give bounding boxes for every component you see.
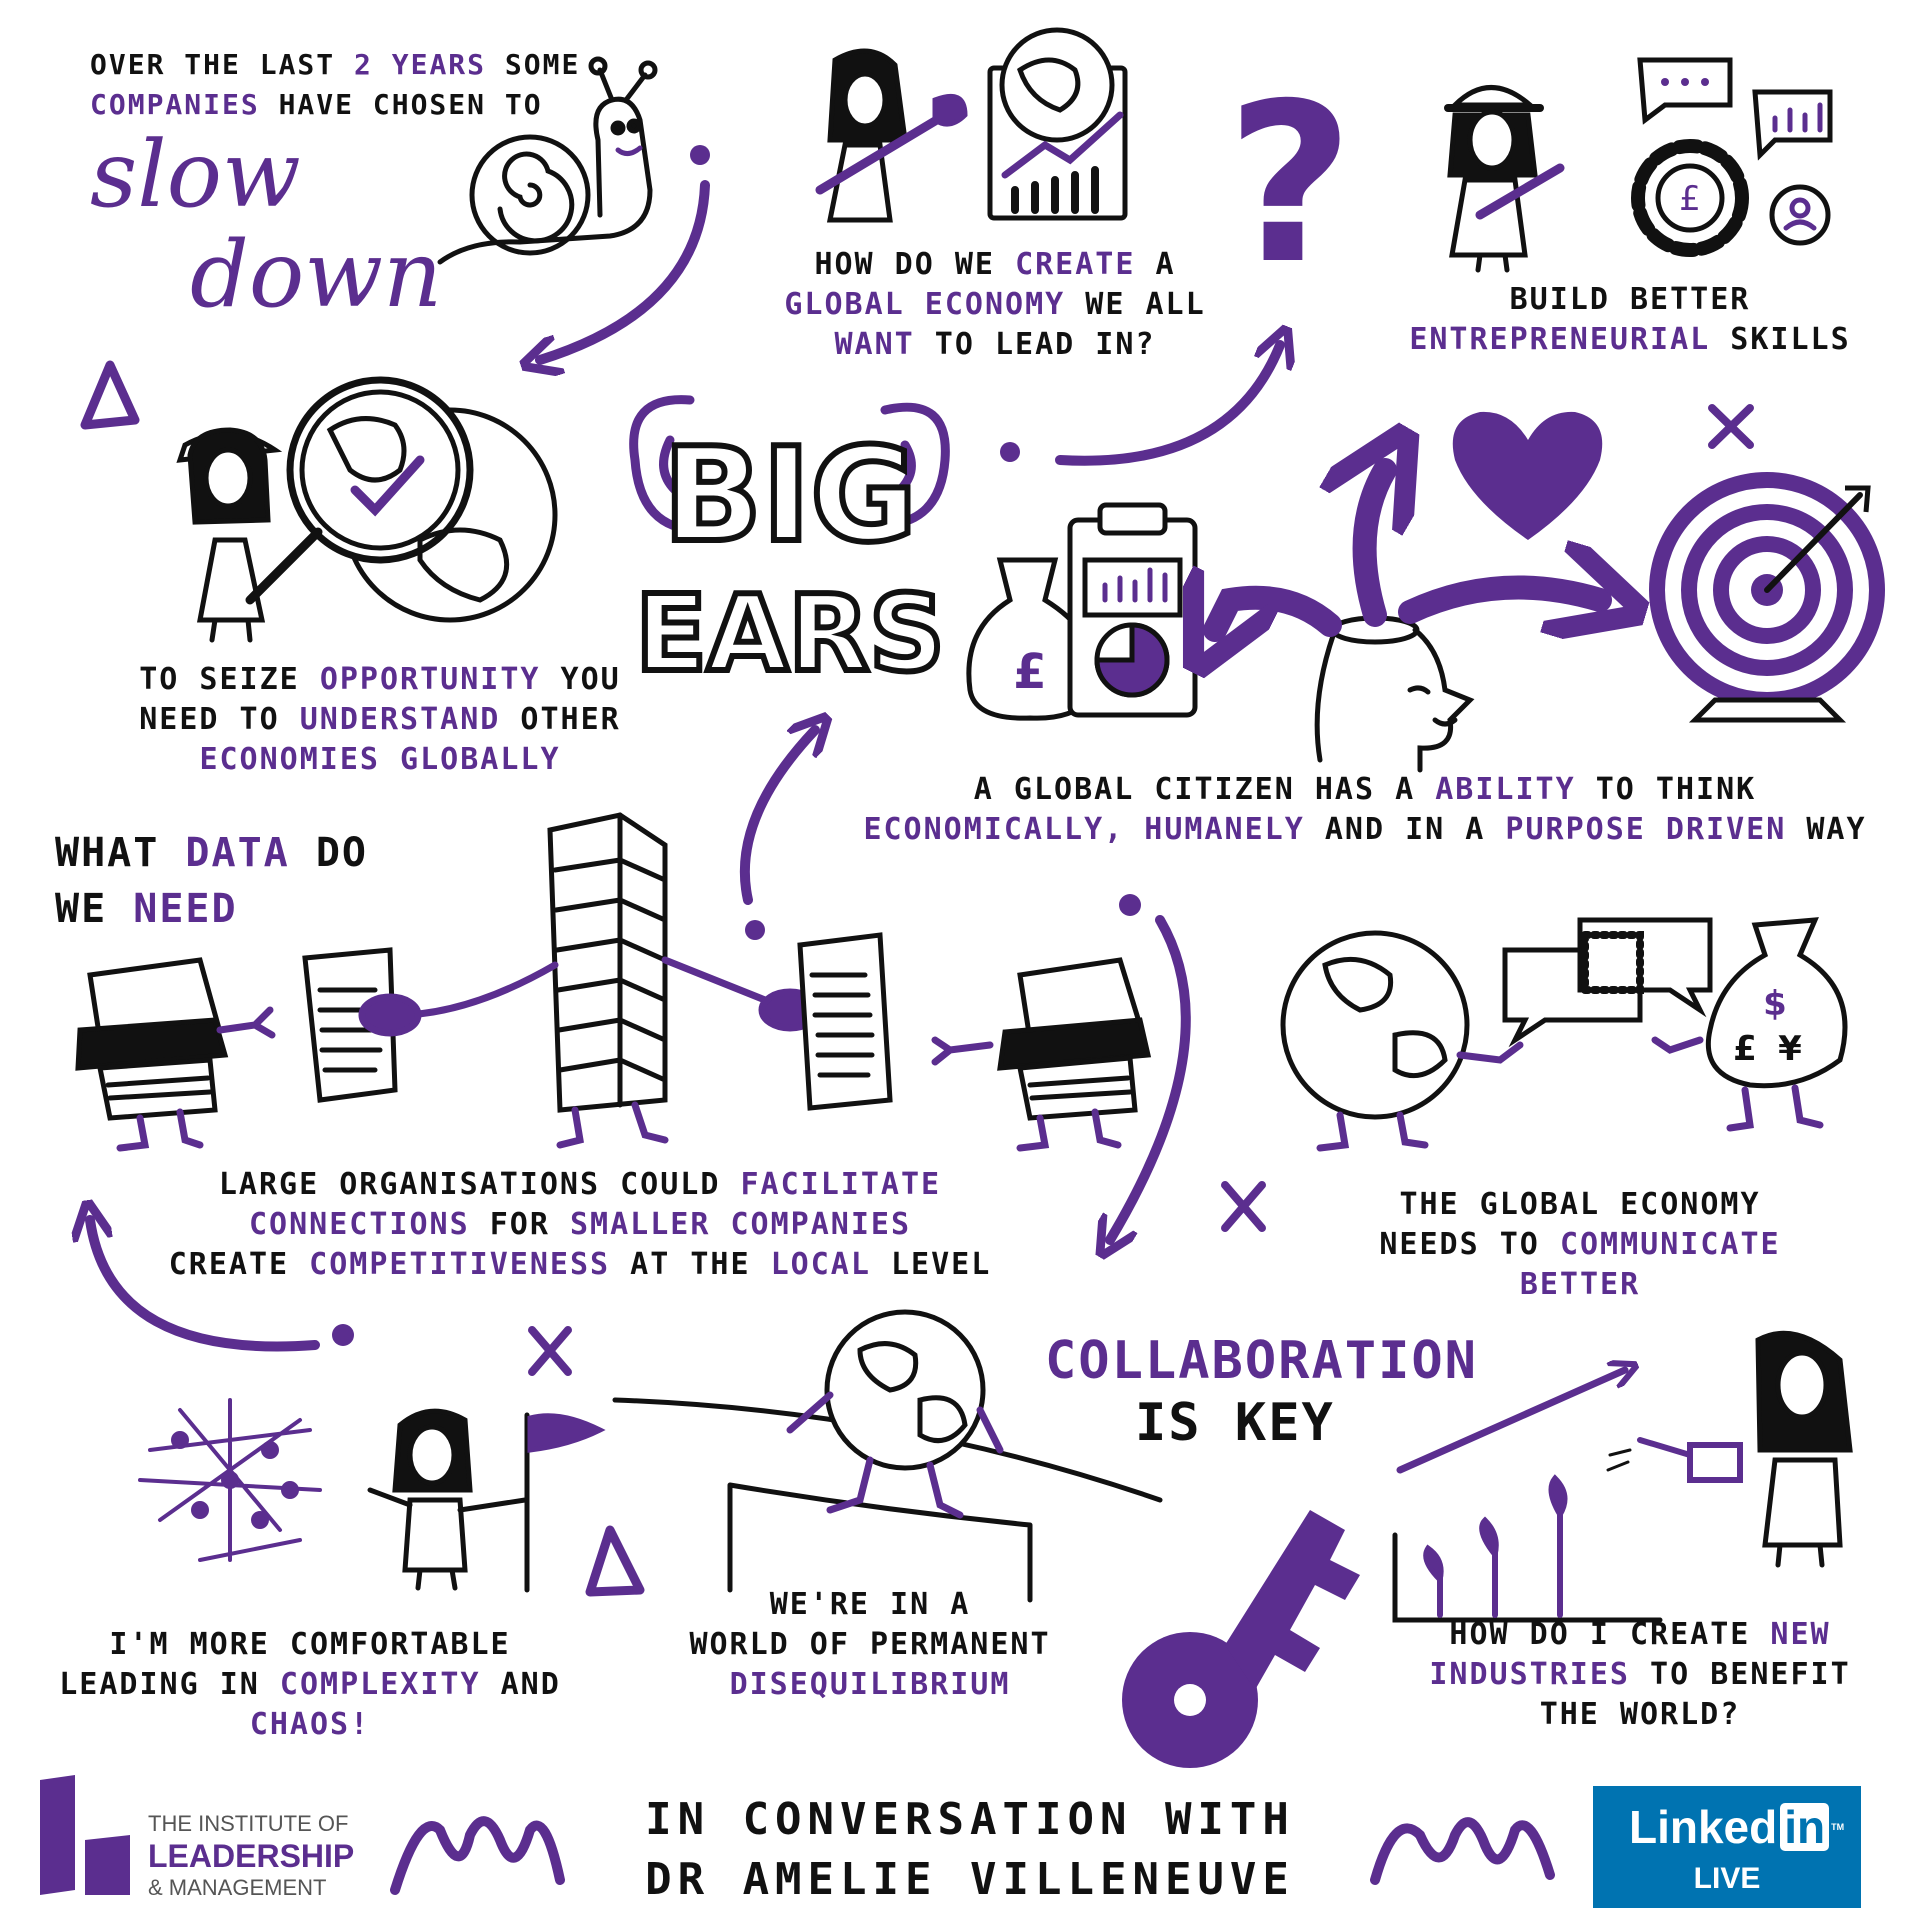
network-complexity-icon	[138, 1398, 322, 1562]
triangle-doodle	[585, 1525, 645, 1597]
painter-woman-icon	[815, 48, 968, 223]
leader-woman-flag-icon	[367, 1408, 606, 1593]
big-ears-word-big: BIG	[663, 419, 917, 571]
thinking-head-icon	[1314, 615, 1475, 773]
flow-arrow	[540, 180, 710, 360]
complexity-text: I'm more comfortable leading in complexi…	[59, 1627, 561, 1742]
institute-line-2: LEADERSHIP	[148, 1838, 355, 1874]
heart-icon	[1452, 411, 1603, 540]
big-ears-word-ears: EARS	[635, 573, 944, 695]
builder-woman-icon	[1444, 85, 1565, 273]
institute-logo-text: THE INSTITUTE OF LEADERSHIP & MANAGEMENT	[148, 1810, 388, 1902]
finance-gear-icon: £	[1631, 57, 1833, 257]
global-economy-question: How do we create a global economy we all…	[784, 247, 1206, 362]
globe-growth-chart-icon	[987, 27, 1128, 221]
institute-logo-mark	[40, 1775, 130, 1895]
connector-dot	[690, 145, 710, 165]
office-tower-icon	[547, 812, 669, 1149]
zigzag-doodle	[390, 1816, 565, 1895]
snail-icon	[437, 56, 658, 265]
document-left-icon	[302, 947, 398, 1103]
pound-sign: £	[1733, 1029, 1757, 1069]
clipboard-report-icon	[1067, 502, 1198, 718]
data-question-text: What data do we need	[55, 830, 368, 932]
dollar-sign: $	[1763, 984, 1787, 1024]
flow-arrow	[90, 1220, 320, 1352]
slow-down-title: slow down	[90, 121, 443, 328]
yen-sign: ¥	[1778, 1029, 1802, 1069]
tightrope-globe-icon	[612, 1309, 1163, 1603]
entrepreneurial-skills-text: Build better entrepreneurial skills	[1409, 282, 1851, 357]
linkedin-live-label: LIVE	[1693, 1862, 1761, 1895]
collaboration-title: Collaboration is key	[1045, 1331, 1478, 1453]
conversation-title: In conversation with Dr Amelie Villeneuv…	[645, 1794, 1295, 1905]
magnifier-globe-icon	[245, 376, 558, 623]
cross-doodle	[528, 404, 1754, 1376]
opportunity-text: To seize opportunity you need to underst…	[139, 662, 621, 777]
speech-bubbles-icon	[1502, 917, 1713, 1048]
connector-dot	[745, 920, 765, 940]
zigzag-doodle	[1370, 1817, 1555, 1885]
key-icon	[1122, 1510, 1360, 1768]
watering-woman-icon	[1606, 1330, 1853, 1568]
disequilibrium-text: We're in a world of permanent disequilib…	[689, 1587, 1051, 1702]
new-industries-text: How do I create new industries to benefi…	[1429, 1617, 1851, 1732]
document-right-icon	[797, 932, 893, 1111]
pound-sign: £	[1013, 644, 1046, 700]
question-mark: ?	[1226, 56, 1354, 312]
linkedin-in-box: in	[1780, 1803, 1830, 1851]
intro-text: Over the last 2 years some companies hav…	[90, 48, 581, 121]
big-ears-ears-icon	[629, 395, 950, 535]
institute-line-3: & MANAGEMENT	[148, 1875, 327, 1900]
flow-arrow	[739, 730, 815, 905]
target-icon	[1649, 472, 1885, 723]
globe-character-icon	[1280, 930, 1524, 1152]
flow-arrow	[1110, 915, 1191, 1240]
communicate-text: The global economy needs to communicate …	[1379, 1187, 1781, 1302]
shop-right-icon	[931, 957, 1152, 1152]
direction-arrows-icon	[1215, 470, 1600, 630]
connector-dot	[1119, 894, 1141, 916]
shop-left-icon	[75, 957, 276, 1152]
large-organisations-text: Large organisations could facilitate con…	[168, 1167, 992, 1282]
growth-plants-icon	[1392, 1370, 1663, 1623]
pound-sign: £	[1679, 179, 1701, 219]
global-citizen-text: A global citizen has a ability to think …	[863, 772, 1867, 847]
institute-line-1: THE INSTITUTE OF	[148, 1811, 349, 1836]
currency-bag-character-icon: $ £ ¥	[1651, 917, 1848, 1132]
detective-woman-icon	[176, 427, 283, 643]
linkedin-tm: TM	[1831, 1822, 1845, 1832]
connector-dot	[332, 1324, 354, 1346]
triangle-doodle	[80, 360, 140, 430]
linkedin-word: Linked	[1629, 1801, 1778, 1853]
connector-dot	[1000, 442, 1020, 462]
flow-arrow	[1055, 345, 1280, 466]
